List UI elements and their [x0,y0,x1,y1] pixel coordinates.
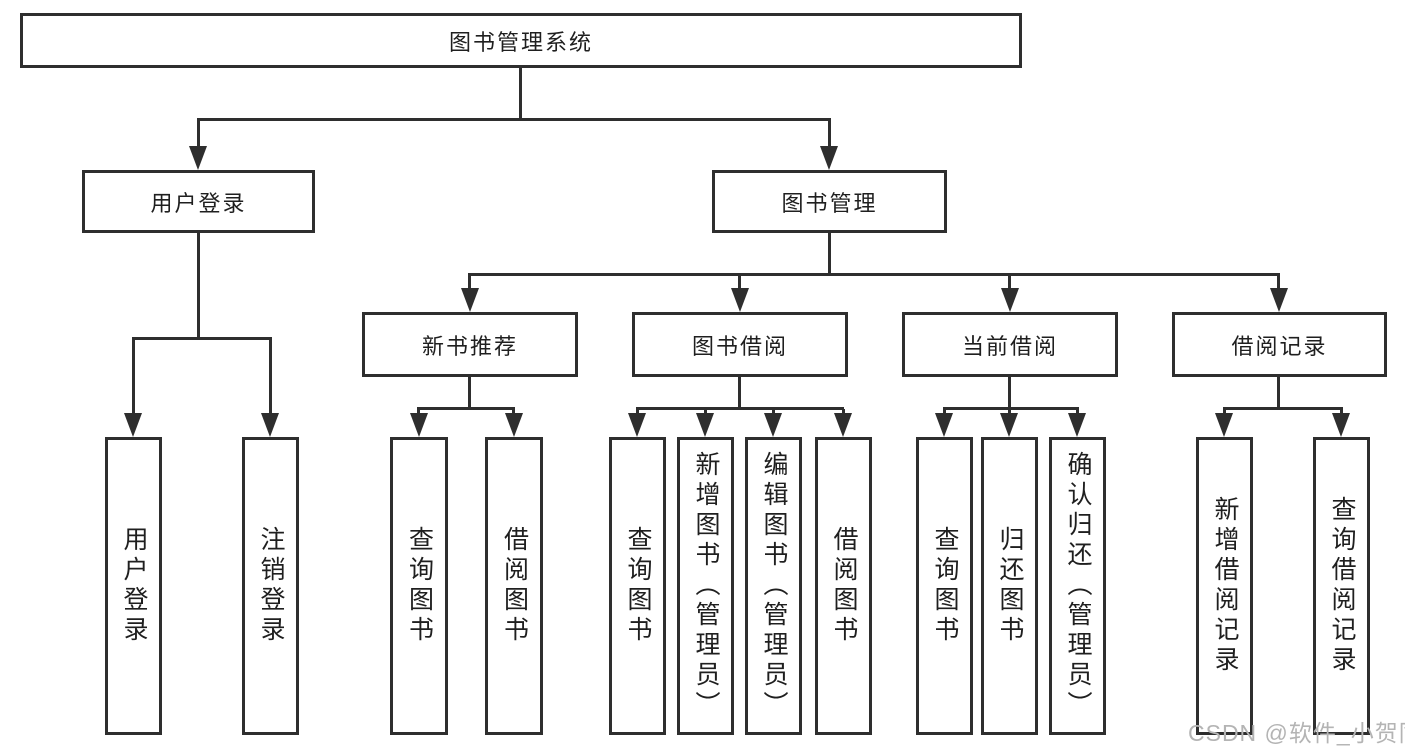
connector-drop [512,409,515,415]
arrowhead [1332,413,1350,437]
arrowhead [505,413,523,437]
leaf-label: 确认归还（管理员） [1064,451,1092,721]
leaf-label: 注销登录 [257,526,285,646]
csdn-watermark: CSDN @软件_小贺同学 [1188,720,1405,746]
arrowhead [834,413,852,437]
node-book-borrowing: 图书借阅 [632,312,848,377]
connector-drop [772,409,775,415]
node-label: 图书管理系统 [448,29,593,55]
arrowhead [124,413,142,437]
leaf-query-books-recommend: 查询图书 [390,437,448,735]
arrowhead [410,413,428,437]
connector-drop [1223,409,1226,415]
arrowhead [1001,288,1019,312]
node-label: 当前借阅 [961,333,1058,359]
leaf-label: 查询图书 [405,526,434,646]
connector-new-book-stem [468,377,471,408]
connector-drop-book-borrow [738,276,741,290]
leaf-label: 借阅图书 [500,526,529,646]
leaf-borrow-books: 借阅图书 [815,437,872,735]
connector-drop [1008,409,1011,415]
arrowhead [261,413,279,437]
connector-drop-current-borrow [1008,276,1011,290]
arrowhead [731,288,749,312]
connector-book-management-split [468,273,1280,276]
connector-drop [417,409,420,415]
leaf-label: 编辑图书（管理员） [760,451,788,721]
connector-drop [943,409,946,415]
arrowhead [189,146,207,170]
leaf-query-books-current: 查询图书 [916,437,973,735]
connector-new-book-split [417,407,515,410]
connector-drop [636,409,639,415]
leaf-logout: 注销登录 [242,437,299,735]
leaf-label: 查询借阅记录 [1328,496,1356,676]
arrowhead [628,413,646,437]
leaf-add-books-admin: 新增图书（管理员） [677,437,734,735]
leaf-borrow-books-recommend: 借阅图书 [485,437,543,735]
connector-drop-book-management [828,118,831,148]
leaf-label: 新增图书（管理员） [692,451,720,721]
leaf-label: 新增借阅记录 [1211,496,1239,676]
node-current-borrowing: 当前借阅 [902,312,1118,377]
leaf-user-login: 用户登录 [105,437,162,735]
connector-drop-user-login [197,118,200,148]
leaf-query-books-borrowing: 查询图书 [609,437,666,735]
arrowhead [1000,413,1018,437]
connector-drop-borrow-records [1277,276,1280,290]
node-label: 图书借阅 [691,333,788,359]
connector-drop-leaf-logout [269,337,272,415]
connector-drop [1076,409,1079,415]
arrowhead [764,413,782,437]
connector-book-borrow-stem [738,377,741,408]
connector-root-split [197,118,830,121]
connector-book-management-stem [828,233,831,276]
connector-book-borrow-split [636,407,844,410]
node-label: 新书推荐 [421,333,518,359]
node-borrowing-records: 借阅记录 [1172,312,1387,377]
arrowhead [1215,413,1233,437]
node-new-book-recommendation: 新书推荐 [362,312,578,377]
node-library-management-system: 图书管理系统 [20,13,1022,68]
connector-borrow-records-stem [1277,377,1280,408]
arrowhead [820,146,838,170]
node-label: 用户登录 [150,190,247,216]
connector-user-login-stem [197,233,200,337]
connector-current-borrow-stem [1008,377,1011,408]
leaf-label: 查询图书 [624,526,652,646]
connector-current-borrow-split [943,407,1079,410]
connector-root-stem [519,68,522,118]
connector-drop-new-book [468,276,471,290]
node-user-login: 用户登录 [82,170,315,233]
arrowhead [935,413,953,437]
arrowhead [1068,413,1086,437]
leaf-confirm-return-admin: 确认归还（管理员） [1049,437,1106,735]
leaf-label: 归还图书 [996,526,1024,646]
node-label: 图书管理 [781,190,878,216]
connector-drop [1340,409,1343,415]
leaf-add-borrow-record: 新增借阅记录 [1196,437,1253,735]
arrowhead [696,413,714,437]
node-book-management: 图书管理 [712,170,947,233]
connector-drop [704,409,707,415]
leaf-label: 用户登录 [120,526,148,646]
connector-user-login-split [132,337,272,340]
leaf-edit-books-admin: 编辑图书（管理员） [745,437,802,735]
leaf-label: 借阅图书 [830,526,858,646]
connector-drop-leaf-user-login [132,337,135,415]
connector-drop [842,409,845,415]
connector-borrow-records-split [1223,407,1343,410]
node-label: 借阅记录 [1231,333,1328,359]
leaf-return-books: 归还图书 [981,437,1038,735]
leaf-label: 查询图书 [931,526,959,646]
leaf-query-borrow-record: 查询借阅记录 [1313,437,1370,735]
arrowhead [461,288,479,312]
arrowhead [1270,288,1288,312]
